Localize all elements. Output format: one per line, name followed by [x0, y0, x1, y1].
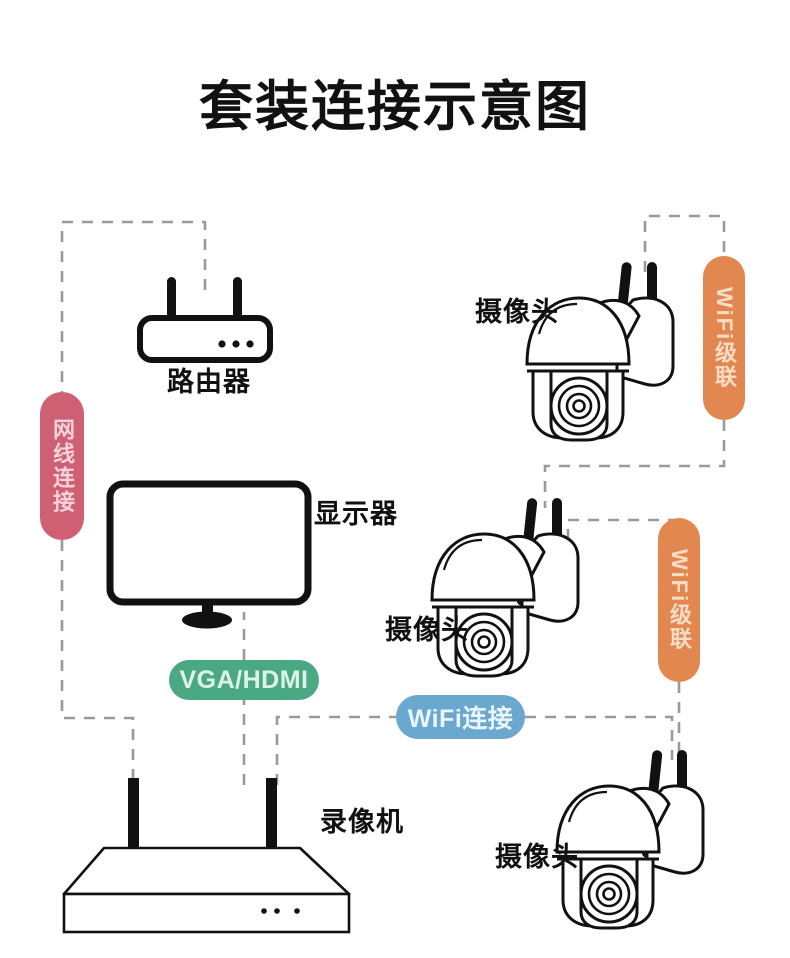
connection-badge-video-out-label: VGA/HDMI — [179, 665, 309, 694]
camera-middle-icon — [430, 498, 580, 678]
router-icon — [137, 277, 273, 363]
nvr-icon — [62, 778, 351, 934]
connection-badge-wifi-cascade-1[interactable]: WiFi级联 — [703, 256, 745, 420]
line-camera-middle-to-cascade2 — [566, 512, 681, 540]
connection-badge-wifi-cascade-2-label: WiFi级联 — [667, 548, 692, 652]
line-wifi-badge-to-camera-bottom — [525, 715, 674, 760]
connection-badge-lan[interactable]: 网线连接 — [40, 392, 84, 540]
camera-middle-label: 摄像头 — [385, 615, 469, 645]
nvr-label: 录像机 — [320, 807, 404, 837]
connection-badge-video-out[interactable]: VGA/HDMI — [169, 660, 319, 700]
line-camera-top-to-cascade1 — [643, 214, 726, 272]
connection-badge-wifi-link-label: WiFi连接 — [407, 705, 514, 733]
page-title: 套装连接示意图 — [199, 77, 591, 137]
connection-badge-wifi-cascade-2[interactable]: WiFi级联 — [658, 518, 700, 682]
camera-bottom-label: 摄像头 — [495, 842, 579, 872]
camera-top-icon — [525, 262, 675, 442]
monitor-icon — [106, 480, 312, 629]
monitor-label: 显示器 — [314, 499, 398, 529]
line-nvr-to-wifi-badge — [275, 715, 396, 785]
router-label: 路由器 — [167, 367, 251, 397]
connection-badge-wifi-cascade-1-label: WiFi级联 — [712, 286, 737, 390]
line-cascade1-to-camera-middle — [543, 420, 726, 508]
camera-top-label: 摄像头 — [475, 297, 559, 327]
connection-badge-wifi-link[interactable]: WiFi连接 — [396, 695, 525, 739]
connection-badge-lan-label: 网线连接 — [50, 418, 75, 514]
camera-bottom-icon — [555, 750, 705, 930]
line-lan-badge-to-nvr — [60, 540, 135, 785]
